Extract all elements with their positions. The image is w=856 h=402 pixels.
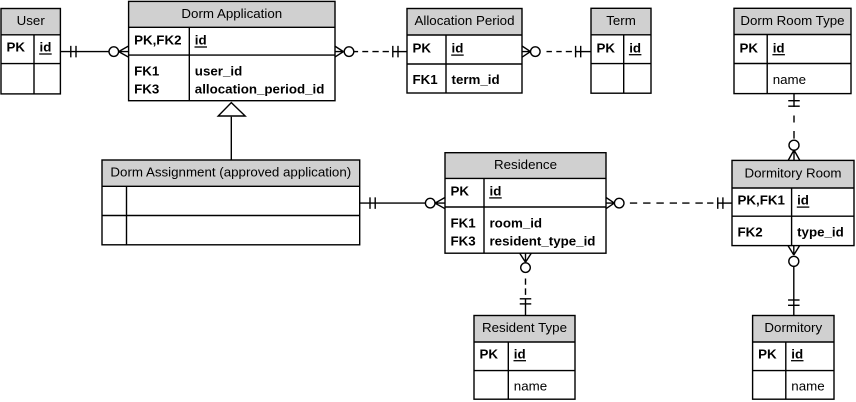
svg-text:id: id (629, 40, 641, 55)
svg-text:id: id (791, 346, 803, 361)
svg-text:Allocation Period: Allocation Period (414, 13, 514, 28)
svg-text:PK: PK (740, 40, 759, 55)
svg-text:Residence: Residence (494, 157, 557, 172)
svg-text:Dormitory Room: Dormitory Room (744, 166, 841, 181)
svg-text:Dormitory: Dormitory (764, 320, 822, 335)
svg-text:room_id: room_id (490, 216, 543, 231)
svg-text:type_id: type_id (797, 224, 844, 239)
svg-text:name: name (791, 378, 824, 393)
svg-text:name: name (514, 378, 547, 393)
svg-text:Term: Term (606, 13, 636, 28)
svg-text:allocation_period_id: allocation_period_id (195, 81, 325, 96)
svg-text:PK: PK (758, 346, 777, 361)
svg-text:Resident Type: Resident Type (482, 320, 567, 335)
svg-text:id: id (773, 40, 785, 55)
svg-text:id: id (195, 33, 207, 48)
svg-text:name: name (773, 72, 806, 87)
svg-text:id: id (452, 41, 464, 56)
svg-text:FK1: FK1 (134, 63, 160, 78)
svg-text:PK: PK (451, 184, 470, 199)
svg-text:id: id (40, 40, 52, 55)
svg-text:FK1: FK1 (413, 72, 439, 87)
svg-text:PK: PK (413, 41, 432, 56)
svg-text:FK3: FK3 (451, 234, 476, 249)
svg-text:FK1: FK1 (451, 216, 477, 231)
svg-text:Dorm Assignment (approved appl: Dorm Assignment (approved application) (110, 165, 351, 180)
svg-text:resident_type_id: resident_type_id (490, 234, 596, 249)
svg-text:PK,FK1: PK,FK1 (738, 193, 786, 208)
svg-text:id: id (514, 346, 526, 361)
svg-text:FK2: FK2 (738, 224, 763, 239)
svg-text:PK: PK (7, 40, 26, 55)
svg-text:Dorm Room Type: Dorm Room Type (740, 13, 844, 28)
svg-text:FK3: FK3 (134, 81, 159, 96)
svg-text:PK: PK (597, 40, 616, 55)
svg-text:Dorm Application: Dorm Application (181, 6, 282, 21)
svg-text:PK,FK2: PK,FK2 (134, 33, 181, 48)
svg-text:user_id: user_id (195, 63, 242, 78)
svg-text:id: id (490, 184, 502, 199)
svg-text:id: id (797, 193, 809, 208)
svg-text:term_id: term_id (452, 72, 500, 87)
svg-text:User: User (17, 13, 46, 28)
svg-text:PK: PK (480, 346, 499, 361)
